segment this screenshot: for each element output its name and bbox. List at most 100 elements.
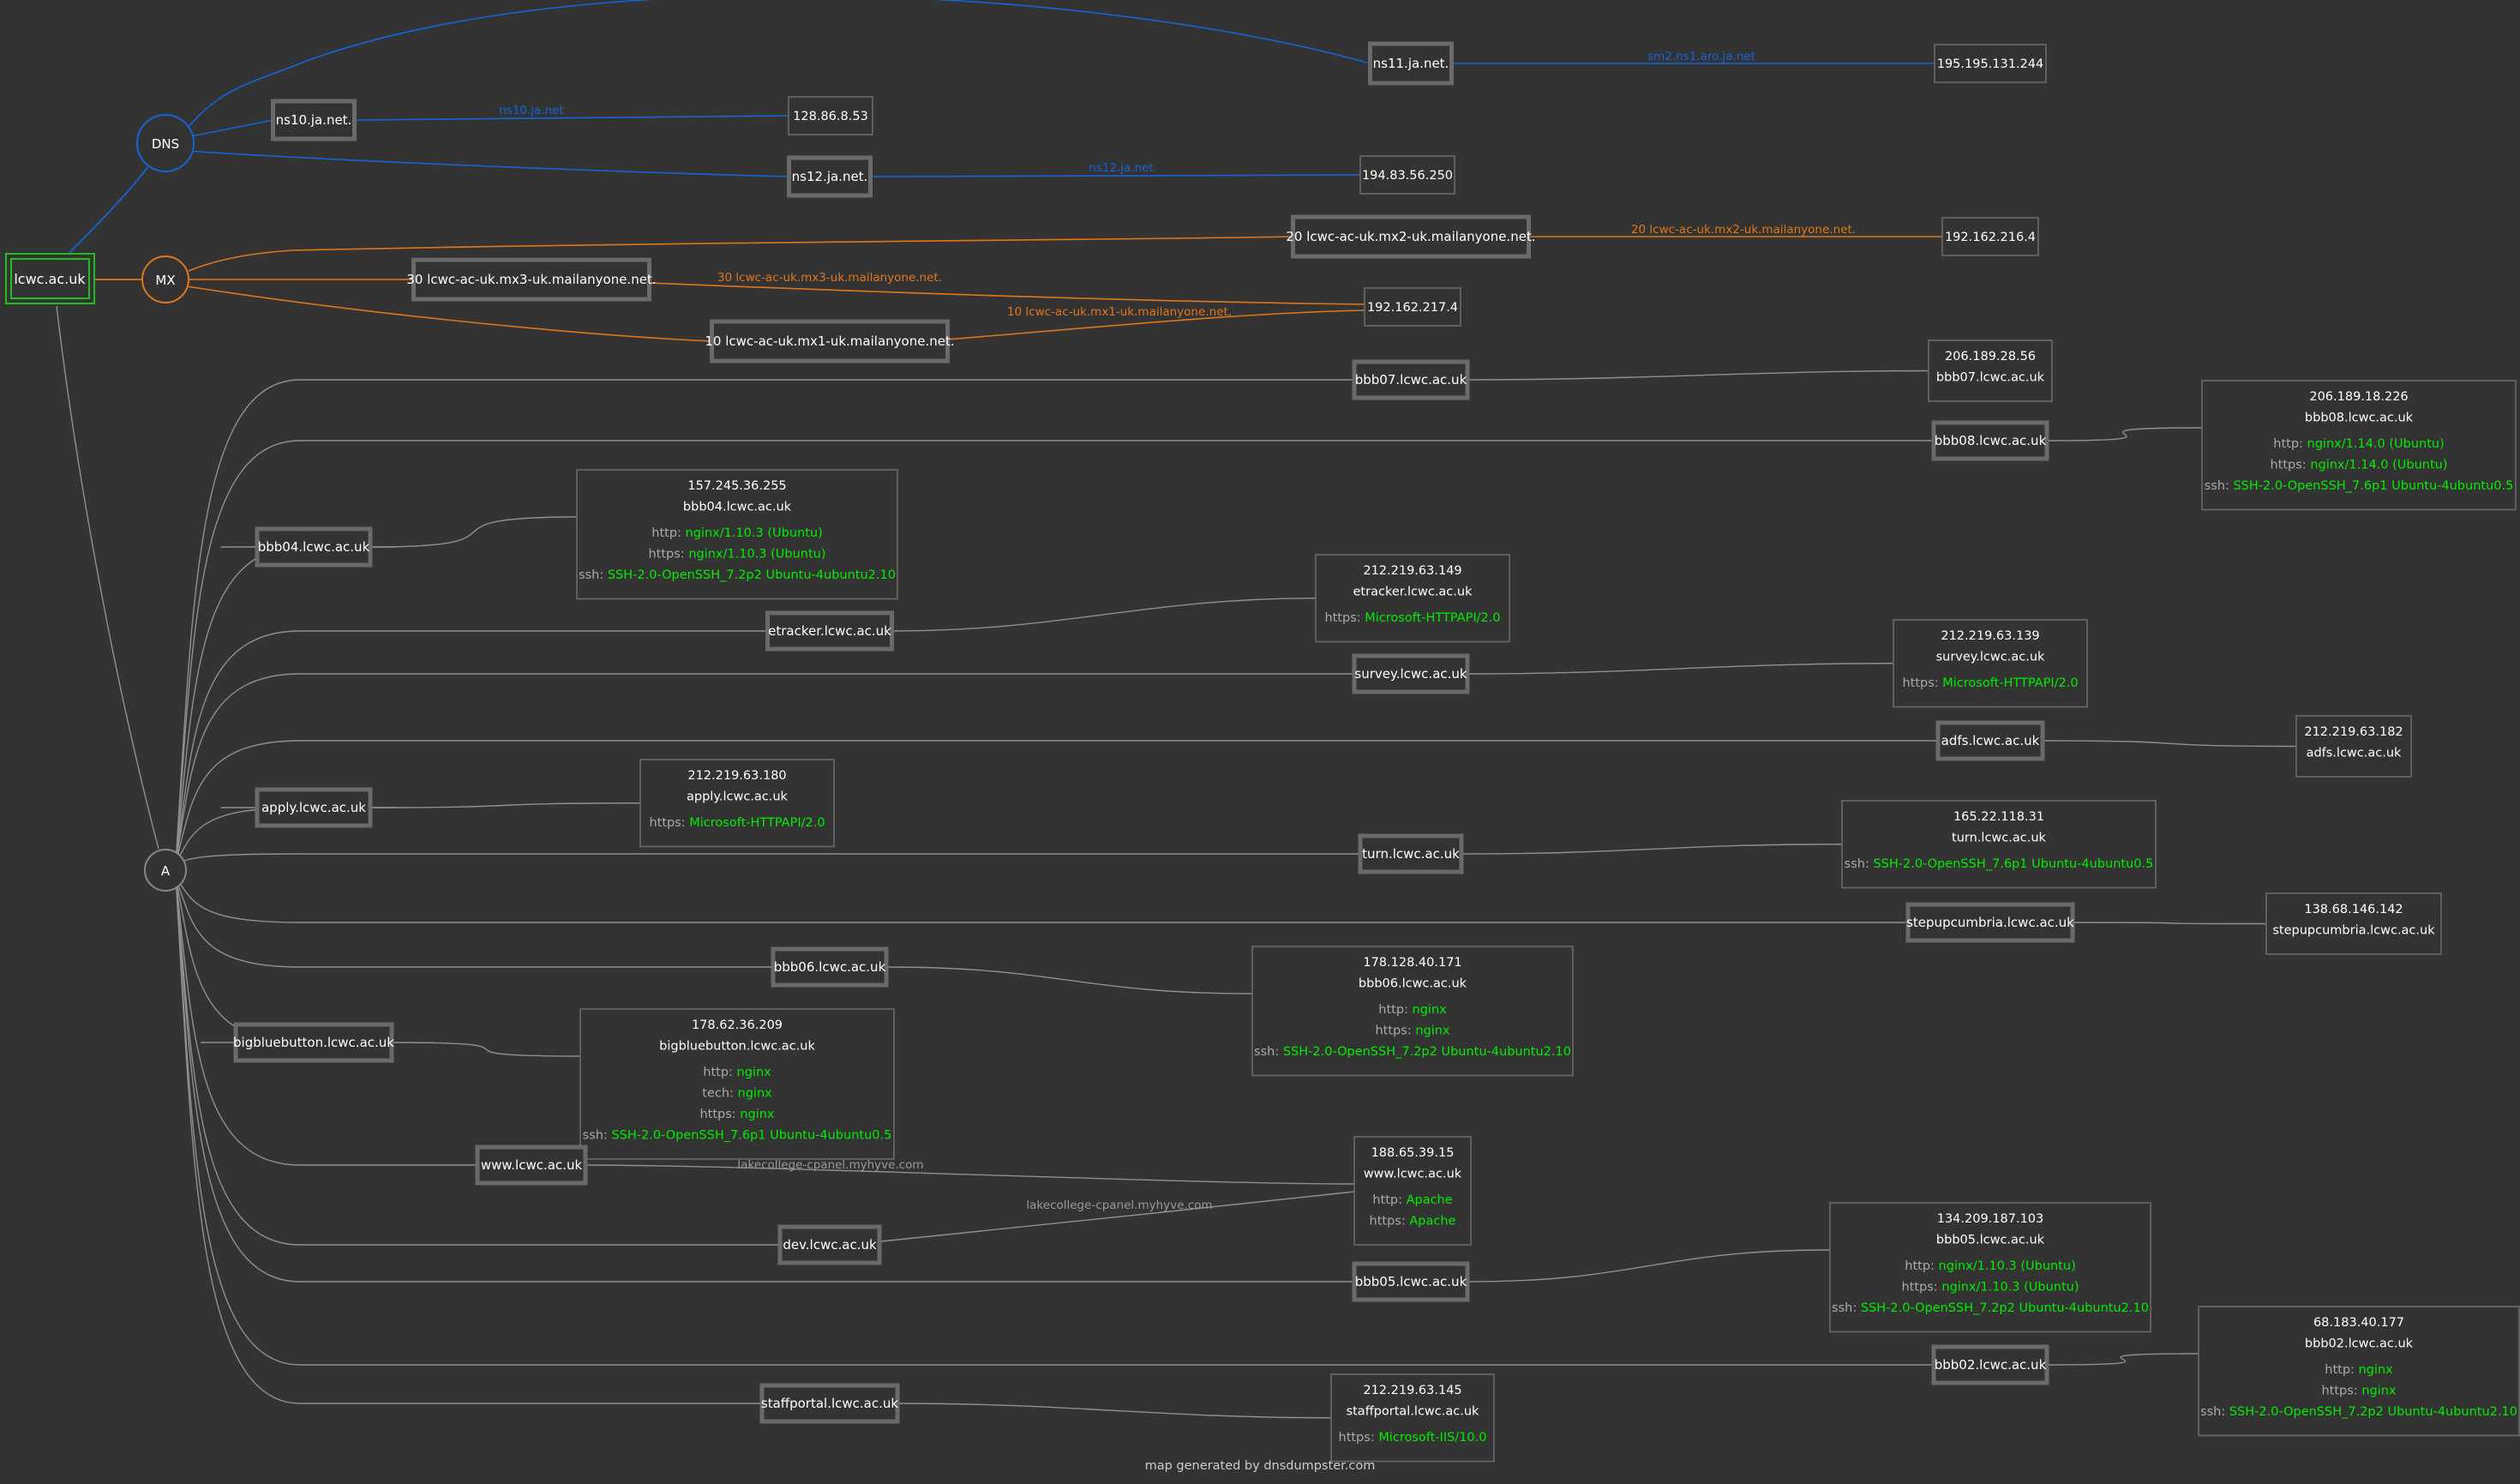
record-type-a-label: A bbox=[161, 863, 171, 879]
a-etracker-edge-in bbox=[175, 630, 768, 864]
root-domain-label: lcwc.ac.uk bbox=[14, 271, 86, 287]
a-dev-node-frame bbox=[777, 1224, 882, 1265]
a-adfs-node[interactable]: adfs.lcwc.ac.uk bbox=[1935, 720, 2045, 761]
a-etracker-node[interactable]: etracker.lcwc.ac.uk bbox=[765, 610, 894, 652]
footer-credit: map generated by dnsdumpster.com bbox=[1145, 1459, 1376, 1473]
mx-ip-box-2: 192.162.217.4 bbox=[1364, 287, 1461, 327]
a-bbb02-node-frame bbox=[1931, 1344, 2049, 1385]
a-apply-node[interactable]: apply.lcwc.ac.uk bbox=[255, 787, 373, 828]
a-turn-node-label: turn.lcwc.ac.uk bbox=[1362, 846, 1460, 862]
dns-ns10-ja-net-edge-out bbox=[355, 115, 789, 121]
dns-ns12-ja-net-node[interactable]: ns12.ja.net. bbox=[787, 155, 873, 198]
a-survey-node-label: survey.lcwc.ac.uk bbox=[1354, 666, 1467, 682]
a-etracker-info-reverse: etracker.lcwc.ac.uk bbox=[1353, 586, 1473, 599]
dns-ns10-ja-net-node-label: ns10.ja.net. bbox=[276, 112, 352, 128]
a-www-info-frame bbox=[1353, 1136, 1472, 1246]
a-www-info-service-http: http: Apache bbox=[1372, 1193, 1452, 1207]
a-apply-info-ip: 212.219.63.180 bbox=[687, 769, 786, 783]
a-stepupcumbria-node-frame bbox=[1905, 902, 2075, 943]
a-adfs-edge-out bbox=[2043, 740, 2297, 748]
a-apply-node-label: apply.lcwc.ac.uk bbox=[261, 800, 366, 815]
a-bigbluebutton-info-reverse: bigbluebutton.lcwc.ac.uk bbox=[659, 1040, 815, 1054]
a-bbb04-info-reverse: bbb04.lcwc.ac.uk bbox=[683, 501, 792, 514]
dns-ns10-ja-net-node-frame bbox=[271, 99, 357, 141]
a-bigbluebutton-node[interactable]: bigbluebutton.lcwc.ac.uk bbox=[233, 1022, 394, 1063]
mx-ip-box-1-frame bbox=[1941, 217, 2039, 256]
root-domain-node[interactable]: lcwc.ac.uk bbox=[5, 253, 95, 304]
a-stepupcumbria-edge-out bbox=[2073, 922, 2267, 925]
edges-layer bbox=[56, 0, 2297, 1419]
a-bbb07-edge-in bbox=[175, 379, 1354, 864]
a-bbb06-node-frame bbox=[771, 946, 889, 988]
a-bigbluebutton-info-service-https: https: nginx bbox=[699, 1108, 774, 1121]
a-bbb05-edge-out bbox=[1468, 1249, 1831, 1283]
mx-3-edge-in bbox=[186, 285, 713, 342]
a-www-edge-out bbox=[586, 1164, 1355, 1185]
dns-ns10-ja-net-ip-box: 128.86.8.53 bbox=[788, 96, 873, 135]
dns-ns12-ja-net-ip-box-ip: 194.83.56.250 bbox=[1362, 169, 1453, 183]
a-etracker-edge-out bbox=[893, 598, 1317, 632]
a-bbb05-node[interactable]: bbb05.lcwc.ac.uk bbox=[1352, 1261, 1470, 1302]
mx-ip-box-2-frame bbox=[1364, 287, 1461, 327]
a-bbb06-edge-in bbox=[175, 876, 773, 968]
a-www-node[interactable]: www.lcwc.ac.uk bbox=[475, 1145, 588, 1186]
dns-ns10-ja-net-node[interactable]: ns10.ja.net. bbox=[271, 99, 357, 141]
a-bbb08-node-frame bbox=[1931, 420, 2049, 461]
a-dev-node[interactable]: dev.lcwc.ac.uk bbox=[777, 1224, 882, 1265]
mx-2-node[interactable]: 30 lcwc-ac-uk.mx3-uk.mailanyone.net. bbox=[406, 257, 657, 302]
record-type-mx[interactable]: MX bbox=[141, 255, 189, 303]
a-survey-node[interactable]: survey.lcwc.ac.uk bbox=[1352, 653, 1470, 694]
a-etracker-node-frame bbox=[765, 610, 894, 652]
a-bbb06-node[interactable]: bbb06.lcwc.ac.uk bbox=[771, 946, 889, 988]
dns-ns12-ja-net-node-frame bbox=[787, 155, 873, 198]
a-staffportal-edge-out bbox=[898, 1403, 1332, 1419]
a-bbb05-edge-in bbox=[175, 876, 1354, 1283]
a-bbb08-info-service-http: http: nginx/1.14.0 (Ubuntu) bbox=[2273, 437, 2444, 451]
a-turn-node-frame bbox=[1358, 833, 1464, 874]
a-bbb07-node[interactable]: bbb07.lcwc.ac.uk bbox=[1352, 359, 1470, 400]
dns-ns11-ja-net-ip-box-ip: 195.195.131.244 bbox=[1937, 57, 2044, 71]
a-bbb04-info-service-ssh: ssh: SSH-2.0-OpenSSH_7.2p2 Ubuntu-4ubunt… bbox=[579, 568, 896, 582]
record-type-dns[interactable]: DNS bbox=[136, 114, 195, 172]
a-adfs-info-ip: 212.219.63.182 bbox=[2304, 725, 2403, 739]
a-turn-node[interactable]: turn.lcwc.ac.uk bbox=[1358, 833, 1464, 874]
a-bbb08-node[interactable]: bbb08.lcwc.ac.uk bbox=[1931, 420, 2049, 461]
a-bigbluebutton-info-service-ssh: ssh: SSH-2.0-OpenSSH_7.6p1 Ubuntu-4ubunt… bbox=[583, 1129, 892, 1143]
record-type-mx-label: MX bbox=[155, 273, 175, 288]
record-type-dns-circle bbox=[136, 114, 195, 172]
a-www-info-reverse: www.lcwc.ac.uk bbox=[1364, 1168, 1462, 1181]
a-www-edge-in bbox=[175, 876, 477, 1166]
a-adfs-info-frame bbox=[2295, 715, 2412, 778]
a-apply-node-frame bbox=[255, 787, 373, 828]
a-bbb02-info-frame bbox=[2198, 1306, 2520, 1437]
dns-ns12-ja-net-edge-label: ns12.ja.net bbox=[1089, 161, 1154, 175]
a-turn-info-reverse: turn.lcwc.ac.uk bbox=[1952, 832, 2046, 845]
mx-2-node-label: 30 lcwc-ac-uk.mx3-uk.mailanyone.net. bbox=[406, 272, 656, 287]
a-stepupcumbria-info-ip: 138.68.146.142 bbox=[2304, 903, 2403, 916]
mx-1-node[interactable]: 20 lcwc-ac-uk.mx2-uk.mailanyone.net. bbox=[1286, 214, 1536, 259]
a-bbb02-node[interactable]: bbb02.lcwc.ac.uk bbox=[1931, 1344, 2049, 1385]
record-type-a-circle bbox=[144, 849, 187, 892]
a-www-info-ip: 188.65.39.15 bbox=[1371, 1146, 1455, 1160]
a-bbb04-node[interactable]: bbb04.lcwc.ac.uk bbox=[255, 526, 373, 568]
a-stepupcumbria-info-frame bbox=[2265, 892, 2442, 955]
a-survey-info-service-https: https: Microsoft-HTTPAPI/2.0 bbox=[1902, 676, 2078, 690]
a-bbb04-node-frame bbox=[255, 526, 373, 568]
a-bbb04-edge-out bbox=[371, 516, 578, 548]
a-adfs-info-reverse: adfs.lcwc.ac.uk bbox=[2307, 747, 2402, 760]
a-bbb02-edge-in bbox=[175, 876, 1934, 1366]
a-turn-edge-out bbox=[1462, 844, 1843, 855]
dns-ns11-ja-net-node[interactable]: ns11.ja.net. bbox=[1368, 41, 1454, 86]
mx-3-node[interactable]: 10 lcwc-ac-uk.mx1-uk.mailanyone.net. bbox=[705, 319, 955, 363]
a-bbb06-edge-out bbox=[887, 966, 1253, 994]
a-bbb05-info-service-http: http: nginx/1.10.3 (Ubuntu) bbox=[1905, 1259, 2075, 1273]
record-type-a[interactable]: A bbox=[144, 849, 187, 892]
a-bbb07-info-frame bbox=[1928, 339, 2053, 402]
a-staffportal-node[interactable]: staffportal.lcwc.ac.uk bbox=[759, 1383, 900, 1424]
a-stepupcumbria-node[interactable]: stepupcumbria.lcwc.ac.uk bbox=[1905, 902, 2075, 943]
